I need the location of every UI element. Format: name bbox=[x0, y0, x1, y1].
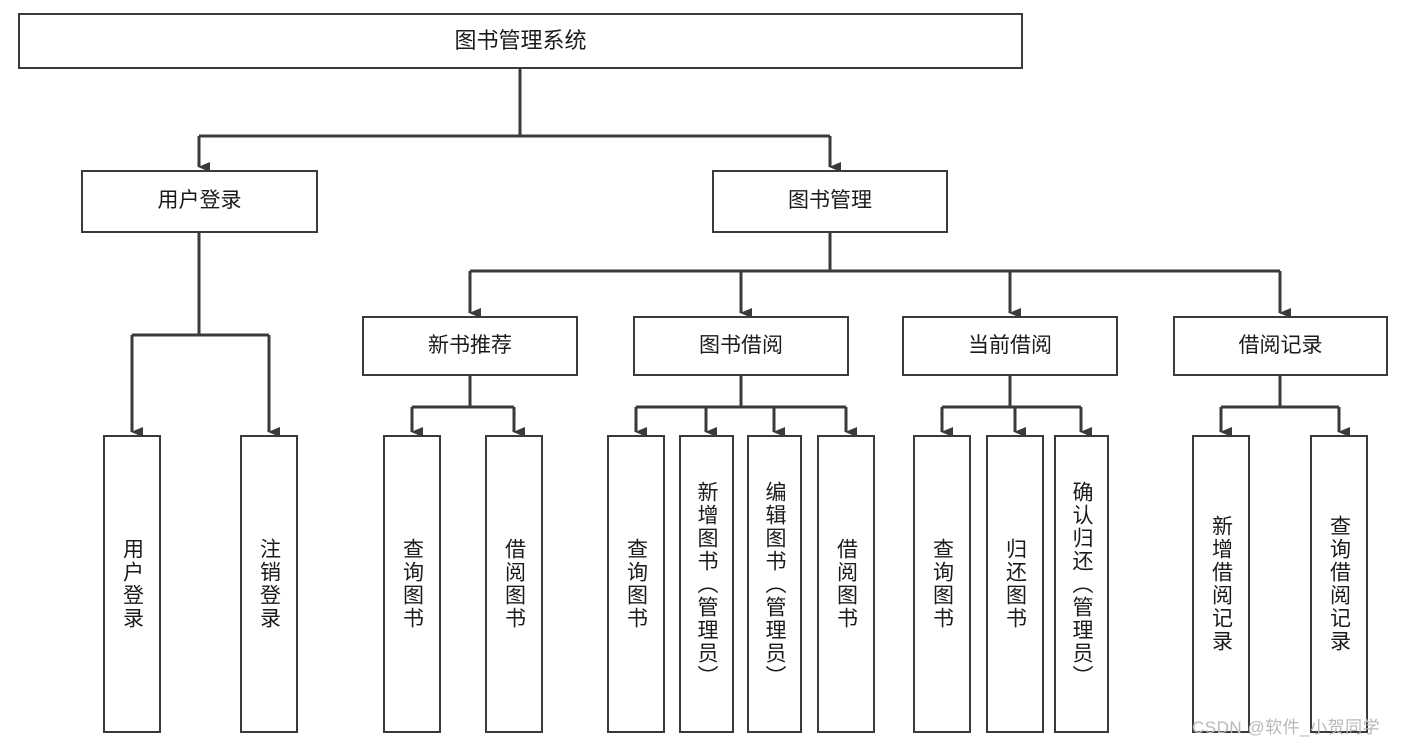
node-leaf-confirm-return-label: 确认归还（管理员） bbox=[1070, 480, 1094, 688]
node-leaf-query-book-c[interactable]: 查询图书 bbox=[913, 435, 971, 733]
node-book-manage[interactable]: 图书管理 bbox=[712, 170, 948, 233]
node-leaf-borrow-book-b[interactable]: 借阅图书 bbox=[817, 435, 875, 733]
node-leaf-borrow-book-rec-label: 借阅图书 bbox=[502, 538, 526, 630]
csdn-watermark: CSDN @软件_小贺同学 bbox=[1192, 718, 1381, 737]
node-leaf-query-book-b-label: 查询图书 bbox=[624, 538, 648, 630]
node-borrow-record-label: 借阅记录 bbox=[1238, 333, 1323, 357]
node-book-manage-label: 图书管理 bbox=[788, 189, 872, 213]
node-root-label: 图书管理系统 bbox=[454, 28, 587, 54]
node-borrow-record[interactable]: 借阅记录 bbox=[1173, 316, 1388, 376]
node-leaf-query-book-rec[interactable]: 查询图书 bbox=[383, 435, 441, 733]
node-user-login[interactable]: 用户登录 bbox=[81, 170, 318, 233]
node-leaf-logout[interactable]: 注销登录 bbox=[240, 435, 298, 733]
node-leaf-borrow-book-b-label: 借阅图书 bbox=[834, 538, 858, 630]
node-leaf-add-book[interactable]: 新增图书（管理员） bbox=[679, 435, 734, 733]
node-leaf-return-book-label: 归还图书 bbox=[1003, 538, 1027, 630]
node-current-borrow-label: 当前借阅 bbox=[968, 333, 1052, 357]
node-leaf-borrow-book-rec[interactable]: 借阅图书 bbox=[485, 435, 543, 733]
node-leaf-edit-book-label: 编辑图书（管理员） bbox=[763, 480, 787, 688]
node-leaf-confirm-return[interactable]: 确认归还（管理员） bbox=[1054, 435, 1109, 733]
node-current-borrow[interactable]: 当前借阅 bbox=[902, 316, 1118, 376]
node-leaf-query-book-c-label: 查询图书 bbox=[930, 538, 954, 630]
node-leaf-query-record[interactable]: 查询借阅记录 bbox=[1310, 435, 1368, 733]
node-leaf-add-record[interactable]: 新增借阅记录 bbox=[1192, 435, 1250, 733]
node-leaf-query-book-b[interactable]: 查询图书 bbox=[607, 435, 665, 733]
node-leaf-logout-label: 注销登录 bbox=[257, 538, 281, 630]
node-leaf-return-book[interactable]: 归还图书 bbox=[986, 435, 1044, 733]
node-leaf-query-record-label: 查询借阅记录 bbox=[1327, 515, 1351, 653]
node-leaf-add-record-label: 新增借阅记录 bbox=[1209, 515, 1233, 653]
node-user-login-label: 用户登录 bbox=[157, 189, 242, 213]
node-leaf-user-login-label: 用户登录 bbox=[120, 538, 144, 630]
node-root[interactable]: 图书管理系统 bbox=[18, 13, 1023, 69]
node-book-borrow[interactable]: 图书借阅 bbox=[633, 316, 849, 376]
node-book-borrow-label: 图书借阅 bbox=[699, 333, 783, 357]
node-new-book-recommend-label: 新书推荐 bbox=[428, 333, 512, 357]
node-new-book-recommend[interactable]: 新书推荐 bbox=[362, 316, 578, 376]
node-leaf-user-login[interactable]: 用户登录 bbox=[103, 435, 161, 733]
node-leaf-add-book-label: 新增图书（管理员） bbox=[695, 480, 719, 688]
node-leaf-query-book-rec-label: 查询图书 bbox=[400, 538, 424, 630]
node-leaf-edit-book[interactable]: 编辑图书（管理员） bbox=[747, 435, 802, 733]
